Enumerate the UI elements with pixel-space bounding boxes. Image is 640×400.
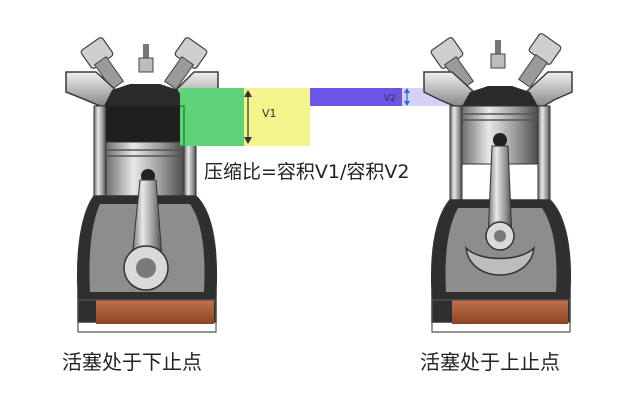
caption-bottom-dead-center: 活塞处于下止点 <box>62 350 202 374</box>
cylinder-bore-left <box>106 106 184 146</box>
engine-left <box>65 37 219 333</box>
valve-spring-right-a <box>430 37 475 90</box>
spark-plug-left <box>138 44 154 73</box>
caption-top-dead-center: 活塞处于上止点 <box>420 350 560 374</box>
oil-sump-left <box>96 300 214 324</box>
valve-spring-left-b <box>163 37 208 90</box>
valve-spring-left-a <box>80 37 125 90</box>
v1-chamber-region <box>180 88 244 146</box>
combustion-chamber-right <box>462 86 538 106</box>
v1-volume-indicator: V1 <box>180 88 310 147</box>
crankshaft-right <box>465 245 535 276</box>
cylinder-wall-right-r <box>537 105 551 213</box>
combustion-chamber-left <box>104 84 186 106</box>
cylinder-wall-right-l <box>449 105 463 213</box>
spark-plug-right <box>490 40 506 69</box>
v2-label: V2 <box>384 94 396 104</box>
compression-ratio-formula: 压缩比=容积V1/容积V2 <box>204 161 410 183</box>
v1-label: V1 <box>262 107 277 120</box>
valve-spring-right-b <box>517 33 562 88</box>
cylinder-wall-left-l <box>93 105 107 211</box>
oil-sump-right <box>452 300 568 324</box>
engine-right <box>423 33 573 333</box>
v1-stroke-region <box>244 88 310 146</box>
